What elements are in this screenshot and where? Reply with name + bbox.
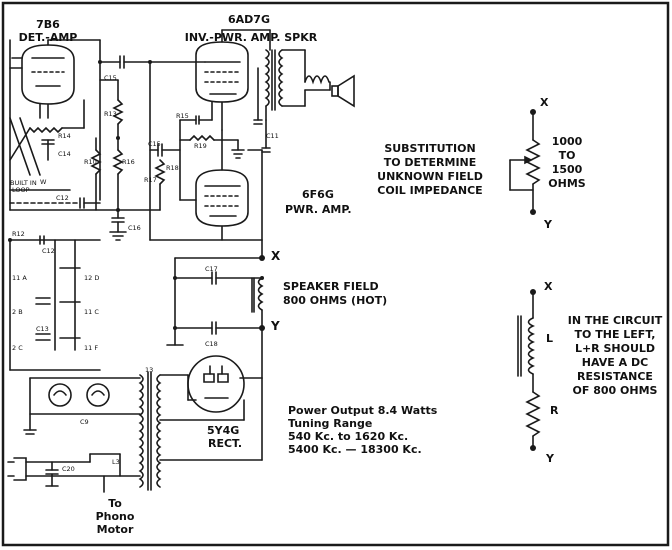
tube-6ad7g-type: 6AD7G: [228, 13, 270, 26]
pot-value-line3: 1500: [551, 163, 583, 176]
terminal-y-label: Y: [271, 319, 280, 333]
label-l3: L3: [112, 458, 120, 466]
note-line6: OF 800 OHMS: [572, 384, 658, 397]
phono-line2: Phono: [95, 510, 135, 523]
switch-label-2b: 2 B: [12, 308, 23, 316]
pot-value-line2: TO: [558, 149, 576, 162]
pot-value-line1: 1000: [551, 135, 583, 148]
label-r16: R16: [122, 158, 135, 166]
label-c9: C9: [80, 418, 89, 426]
coil-y-label: Y: [546, 452, 554, 465]
tube-6ad7g-symbol: [195, 41, 249, 131]
substitution-line2: TO DETERMINE: [383, 156, 477, 169]
switch-label-2c: 2 C: [12, 344, 23, 352]
speaker-field-line1: SPEAKER FIELD: [283, 280, 379, 293]
label-c12-b: C12: [42, 247, 55, 255]
label-c17: C17: [205, 265, 218, 273]
label-c13: C13: [36, 325, 49, 333]
dial-lamp-1: [48, 383, 72, 407]
label-t13: 13: [145, 366, 154, 374]
dial-lamp-2: [86, 383, 110, 407]
tube-6f6g-type: 6F6G: [302, 188, 334, 201]
spec-band-1: 540 Kc. to 1620 Kc.: [288, 430, 409, 443]
tube-5y4g-symbol: [187, 355, 245, 413]
pot-x-label: X: [540, 96, 549, 109]
label-r14: R14: [58, 132, 71, 140]
pot-y-dot: [530, 209, 536, 215]
label-loop: LOOP: [12, 186, 30, 194]
label-r19: R19: [194, 142, 207, 150]
substitution-line4: COIL IMPEDANCE: [377, 184, 483, 197]
label-c15-b: C15: [148, 140, 161, 148]
label-r10: R10: [84, 158, 97, 166]
note-line2: TO THE LEFT,: [574, 328, 656, 341]
note-line1: IN THE CIRCUIT: [567, 314, 663, 327]
speaker-field-line2: 800 OHMS (HOT): [283, 294, 388, 307]
coil-y-dot: [530, 445, 536, 451]
switch-label-11f: 11 F: [84, 344, 99, 352]
note-line5: RESISTANCE: [577, 370, 653, 383]
line-plug: [13, 457, 27, 481]
label-r18: R18: [166, 164, 179, 172]
phono-line1: To: [108, 497, 122, 510]
label-w: W: [40, 178, 47, 186]
switch-label-11c: 11 C: [84, 308, 99, 316]
coil-x-dot: [530, 289, 536, 295]
note-line3: L+R SHOULD: [574, 342, 656, 355]
tube-7b6-role: DET.-AMP: [18, 31, 78, 44]
switch-label-12d: 12 D: [84, 274, 100, 282]
switch-label-11a: 11 A: [12, 274, 27, 282]
pot-x-dot: [530, 109, 536, 115]
substitution-line3: UNKNOWN FIELD: [377, 170, 483, 183]
label-c18: C18: [205, 340, 218, 348]
label-c11: C11: [266, 132, 279, 140]
label-r17: R17: [144, 176, 157, 184]
coil-l-label: L: [546, 332, 554, 345]
phono-line3: Motor: [96, 523, 134, 536]
tube-5y4g-type: 5Y4G: [207, 424, 240, 437]
pot-y-label: Y: [544, 218, 552, 231]
note-line4: HAVE A DC: [581, 356, 649, 369]
tube-6f6g-role: PWR. AMP.: [285, 203, 352, 216]
label-c12-a: C12: [56, 194, 69, 202]
coil-r-label: R: [550, 404, 559, 417]
tube-6ad7g-role: INV.-PWR. AMP. SPKR: [184, 31, 318, 44]
label-c15-a: C15: [104, 74, 117, 82]
label-r13: R13: [104, 110, 117, 118]
tube-7b6-type: 7B6: [36, 18, 60, 31]
terminal-x-dot: [259, 255, 265, 261]
spec-tuning-range: Tuning Range: [288, 417, 373, 430]
label-r15: R15: [176, 112, 189, 120]
label-built-in: BUILT IN: [10, 179, 37, 187]
tube-5y4g-role: RECT.: [208, 437, 243, 450]
label-c16: C16: [128, 224, 141, 232]
spec-band-2: 5400 Kc. — 18300 Kc.: [288, 443, 422, 456]
pot-value-line4: OHMS: [548, 177, 586, 190]
substitution-line1: SUBSTITUTION: [384, 142, 476, 155]
label-c14: C14: [58, 150, 71, 158]
label-c20: C20: [62, 465, 75, 473]
tube-7b6-symbol: [21, 44, 75, 119]
coil-x-label: X: [544, 280, 553, 293]
spec-power-output: Power Output 8.4 Watts: [288, 404, 438, 417]
terminal-y-dot: [259, 325, 265, 331]
label-r12: R12: [12, 230, 25, 238]
terminal-x-label: X: [271, 249, 281, 263]
tube-6f6g-symbol: [195, 169, 249, 227]
